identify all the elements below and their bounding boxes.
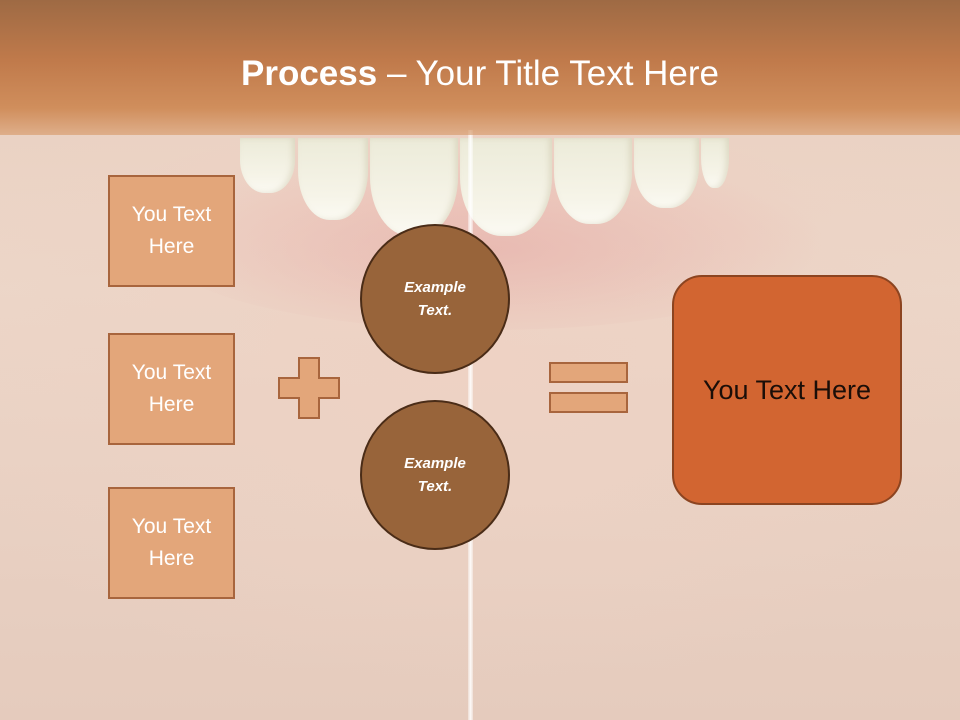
teeth-image	[230, 138, 730, 238]
circle-label: Example Text.	[404, 455, 466, 495]
result-label: You Text Here	[702, 374, 872, 405]
text-box-label: You Text Here	[131, 515, 212, 570]
text-box-1[interactable]: You Text Here	[108, 175, 235, 287]
text-box-label: You Text Here	[131, 361, 212, 416]
text-box-label: You Text Here	[131, 203, 212, 258]
equals-icon	[549, 362, 628, 413]
title-bar	[0, 0, 960, 135]
example-circle-1[interactable]: Example Text.	[360, 224, 510, 374]
text-box-2[interactable]: You Text Here	[108, 333, 235, 445]
title-rest: – Your Title Text Here	[377, 54, 719, 93]
slide-title[interactable]: Process – Your Title Text Here	[0, 52, 960, 96]
title-bold: Process	[241, 54, 378, 93]
text-box-3[interactable]: You Text Here	[108, 487, 235, 599]
plus-icon	[278, 357, 340, 419]
example-circle-2[interactable]: Example Text.	[360, 400, 510, 550]
result-box[interactable]: You Text Here	[672, 275, 902, 505]
circle-label: Example Text.	[404, 279, 466, 319]
